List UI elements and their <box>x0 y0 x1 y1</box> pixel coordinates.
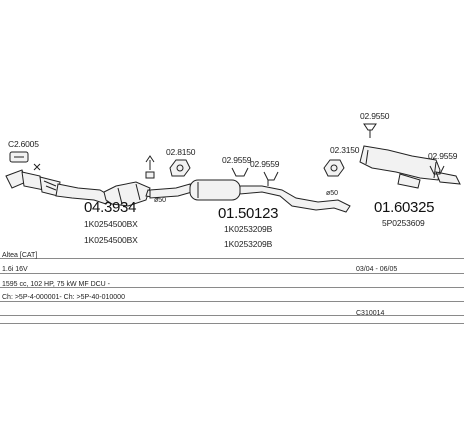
accessory-label-4: 02.9559 <box>250 159 280 169</box>
info-divider <box>0 315 464 316</box>
accessory-clamp-1 <box>9 151 29 163</box>
rear-silencer-shape <box>359 145 461 189</box>
part-number-2: 01.50123 <box>218 205 279 222</box>
info-divider <box>0 273 464 274</box>
catalytic-converter-pipe-shape <box>5 169 161 207</box>
accessory-clamp-2 <box>145 155 155 179</box>
bolt-mark <box>33 163 41 171</box>
accessory-rubber-2 <box>231 167 249 177</box>
diameter-label-2: ø50 <box>326 190 339 197</box>
middle-silencer-shape <box>149 179 351 213</box>
info-divider <box>0 287 464 288</box>
part-2-oem-code-1: 1K0253209B <box>224 224 273 234</box>
accessory-label-2: 02.8150 <box>166 147 196 157</box>
accessory-rubber-4 <box>323 159 345 177</box>
accessory-rubber-5 <box>429 165 445 175</box>
info-divider <box>0 323 464 324</box>
accessory-rubber-1 <box>169 159 191 177</box>
vehicle-model: Altea [CAT] <box>2 252 38 259</box>
part-1-oem-code-2: 1K0254500BX <box>84 235 138 245</box>
vehicle-code: C310014 <box>356 310 385 317</box>
accessory-rubber-3 <box>263 171 279 186</box>
part-1-oem-code-1: 1K0254500BX <box>84 219 138 229</box>
info-divider <box>0 258 464 259</box>
vehicle-specs: 1595 cc, 102 HP, 75 kW MF DCU - <box>2 281 111 288</box>
part-2-oem-code-2: 1K0253209B <box>224 239 273 249</box>
accessory-label-5: 02.3150 <box>330 145 360 155</box>
vehicle-engine: 1.6i 16V <box>2 266 28 273</box>
accessory-clamp-3 <box>363 123 377 138</box>
diameter-label-1: ø50 <box>154 197 167 204</box>
part-number-1: 04.3934 <box>84 199 137 216</box>
accessory-label-3: 02.9559 <box>222 155 252 165</box>
accessory-label-7: 02.9559 <box>428 151 458 161</box>
accessory-label-1: C2.6005 <box>8 139 39 149</box>
info-divider <box>0 301 464 302</box>
accessory-label-6: 02.9550 <box>360 111 390 121</box>
vehicle-chassis: Ch: >5P-4-000001- Ch: >5P-40-010000 <box>2 294 125 301</box>
part-3-oem-code-1: 5P0253609 <box>382 218 425 228</box>
part-number-3: 01.60325 <box>374 199 435 216</box>
vehicle-production: 03/04 - 06/05 <box>356 266 398 273</box>
